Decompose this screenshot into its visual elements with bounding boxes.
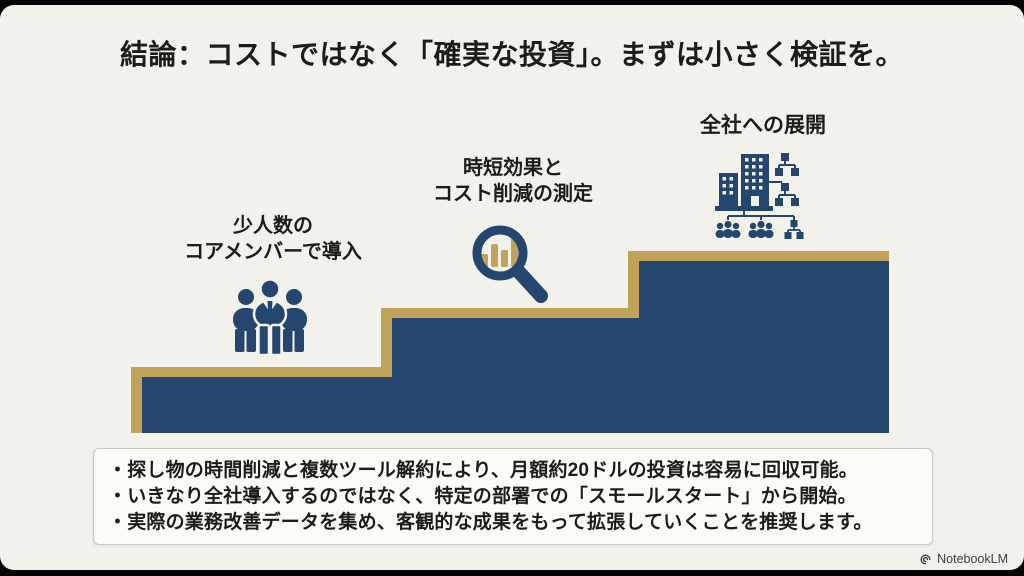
note-bullet-roi: ・探し物の時間削減と複数ツール解約により、月額約20ドルの投資は容易に回収可能。: [108, 460, 858, 481]
slide: 結論：コストではなく「確実な投資」。まずは小さく検証を。 少人数の コアメンバー…: [0, 5, 1024, 570]
notebooklm-watermark: NotebookLM: [919, 552, 1008, 566]
stair-navy-fill: [142, 261, 889, 433]
magnifier-bar-chart-icon: [472, 225, 548, 303]
staircase-shape: [131, 251, 889, 433]
team-icon: [233, 278, 307, 357]
notebooklm-logo-icon: [920, 553, 931, 565]
note-bullet-expand: ・実際の業務改善データを集め、客観的な成果をもって拡張していくことを推奨します。: [108, 512, 873, 533]
notebooklm-label: NotebookLM: [937, 552, 1008, 566]
summary-notes-box: ・探し物の時間削減と複数ツール解約により、月額約20ドルの投資は容易に回収可能。…: [93, 448, 933, 545]
slide-title: 結論：コストではなく「確実な投資」。まずは小さく検証を。: [119, 39, 904, 70]
stair-gold-border: [131, 251, 889, 433]
step-label-company-rollout: 全社への展開: [700, 114, 826, 137]
step-label-measurement: 時短効果と コスト削減の測定: [433, 157, 593, 205]
note-bullet-small-start: ・いきなり全社導入するのではなく、特定の部署での「スモールスタート」から開始。: [108, 486, 857, 507]
company-org-chart-icon: [715, 153, 804, 239]
step-label-core-members: 少人数の コアメンバーで導入: [184, 215, 362, 263]
